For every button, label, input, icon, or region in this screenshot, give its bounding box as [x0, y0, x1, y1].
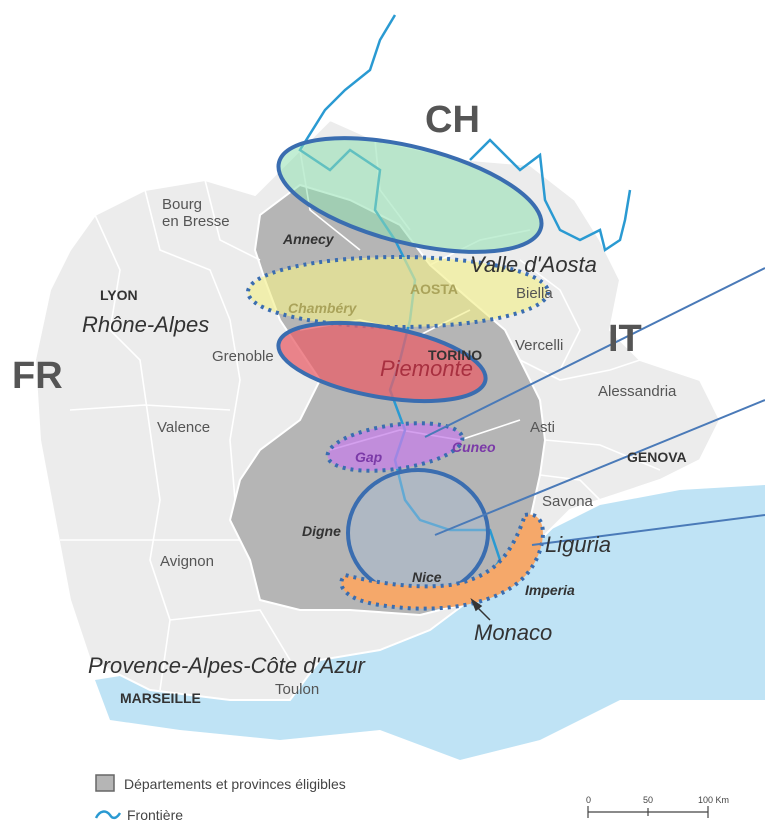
city-valence-label: Valence: [157, 419, 210, 436]
scale-tick-50: 50: [643, 795, 653, 805]
scale-tick-0: 0: [586, 795, 591, 805]
scale-tick-100: 100 Km: [698, 795, 729, 805]
region-rhone-alpes-label: Rhône-Alpes: [82, 312, 209, 337]
city-annecy-label: Annecy: [282, 231, 335, 247]
region-valle-aosta-label: Valle d'Aosta: [470, 252, 597, 277]
country-ch-label: CH: [425, 99, 480, 141]
city-asti-label: Asti: [530, 419, 555, 436]
city-digne-label: Digne: [302, 523, 341, 539]
city-cuneo-label: Cuneo: [452, 439, 496, 455]
city-grenoble-label: Grenoble: [212, 348, 274, 365]
scale-bar: [587, 806, 709, 818]
country-it-label: IT: [608, 318, 642, 360]
zone-chambery: [246, 255, 550, 329]
monaco-arrow: [470, 598, 491, 621]
pointer-lines: [424, 267, 765, 546]
city-chambery-label: Chambéry: [288, 300, 358, 316]
city-aosta-label: AOSTA: [410, 281, 458, 297]
city-marseille-label: MARSEILLE: [120, 690, 201, 706]
city-biella-label: Biella: [516, 285, 553, 302]
city-vercelli-label: Vercelli: [515, 337, 563, 354]
legend-eligible-label: Départements et provinces éligibles: [124, 776, 346, 792]
zone-valle-aosta: [276, 136, 544, 254]
city-gap-label: Gap: [355, 449, 383, 465]
city-en-bresse-label: en Bresse: [162, 213, 230, 230]
city-toulon-label: Toulon: [275, 681, 319, 698]
swiss-border: [469, 138, 632, 253]
city-bourg-label: Bourg: [162, 196, 202, 213]
city-savona-label: Savona: [542, 493, 594, 510]
city-nice-label: Nice: [412, 569, 442, 585]
city-avignon-label: Avignon: [160, 553, 214, 570]
city-torino-label: TORINO: [428, 347, 482, 363]
region-monaco-label: Monaco: [474, 620, 552, 645]
city-imperia-label: Imperia: [525, 582, 575, 598]
region-piemonte-label: Piemonte: [380, 356, 473, 381]
city-lyon-label: LYON: [100, 287, 138, 303]
legend-border-label: Frontière: [127, 807, 183, 823]
legend-border-icon: [94, 810, 122, 820]
country-fr-label: FR: [12, 355, 63, 397]
legend-eligible-swatch: [95, 774, 115, 792]
city-alessandria-label: Alessandria: [598, 383, 677, 400]
zone-liguria: [339, 512, 545, 611]
city-genova-label: GENOVA: [627, 449, 687, 465]
region-paca-label: Provence-Alpes-Côte d'Azur: [88, 653, 367, 678]
zone-piemonte: [276, 321, 488, 403]
region-liguria-label: Liguria: [545, 532, 611, 557]
